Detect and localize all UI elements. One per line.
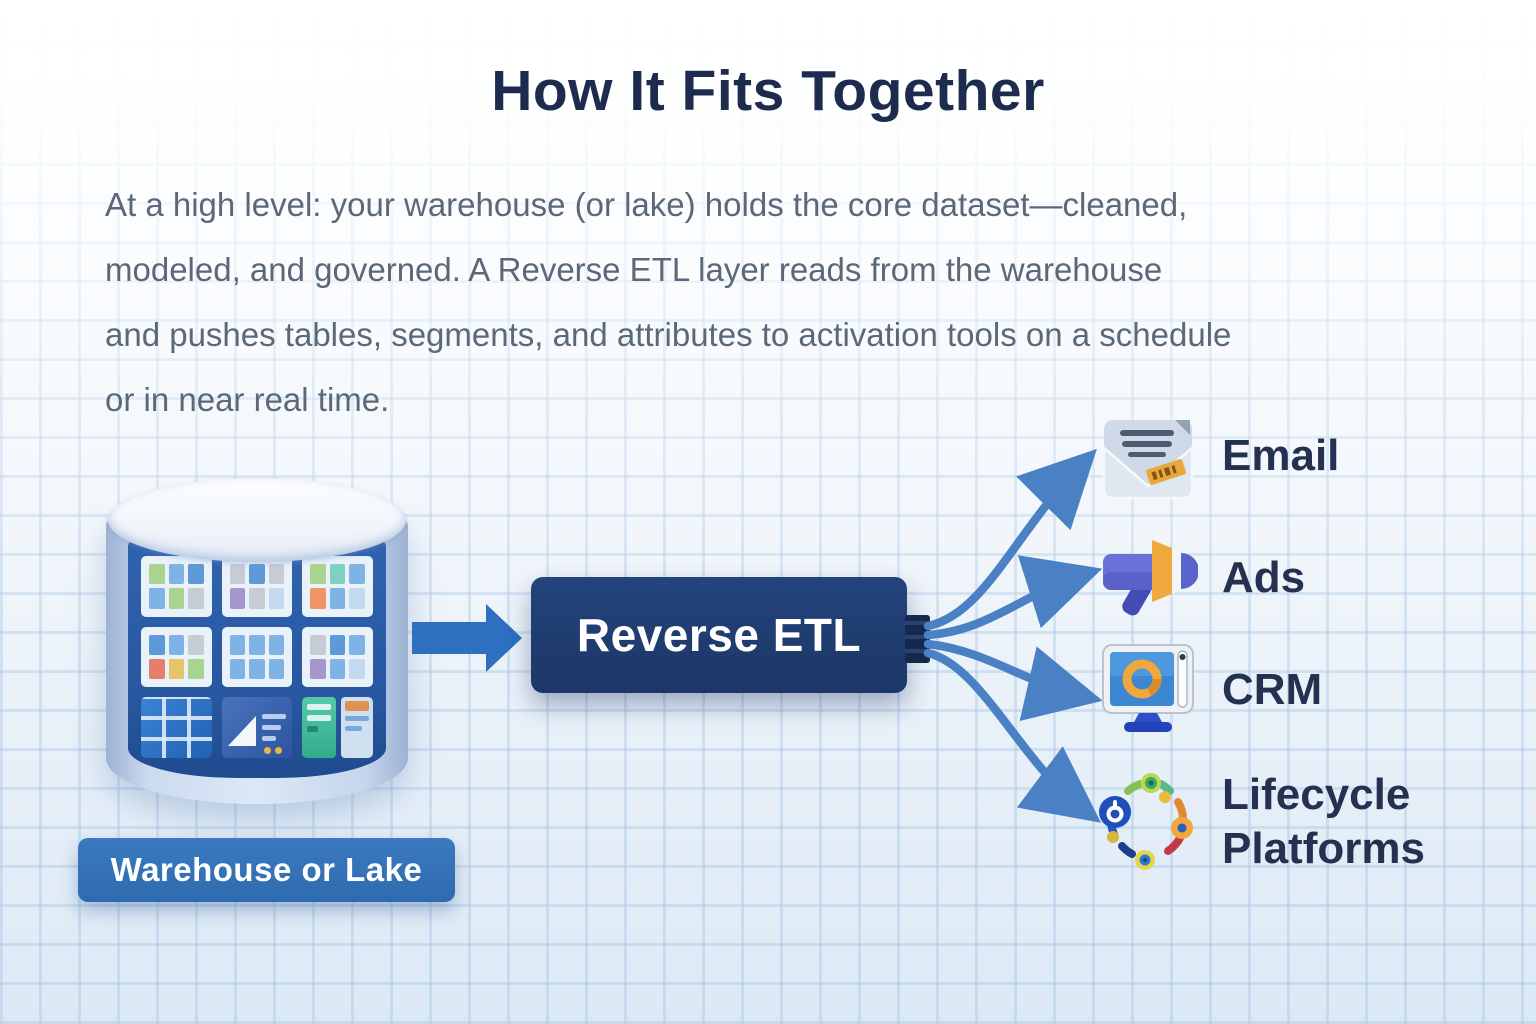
email-envelope-icon bbox=[1098, 406, 1198, 506]
destination-row-lifecycle: Lifecycle Platforms bbox=[1098, 768, 1472, 875]
megaphone-icon bbox=[1098, 528, 1199, 628]
destination-label: Lifecycle Platforms bbox=[1222, 770, 1425, 873]
destination-label: Ads bbox=[1222, 553, 1306, 603]
data-tile bbox=[302, 626, 373, 688]
warehouse-label-badge: Warehouse or Lake bbox=[78, 838, 455, 902]
data-tile bbox=[302, 556, 373, 617]
intro-paragraph: At a high level: your warehouse (or lake… bbox=[105, 172, 1505, 432]
table-grid-tile bbox=[141, 697, 212, 758]
destination-row-ads: Ads bbox=[1098, 528, 1305, 628]
data-tile bbox=[221, 556, 293, 617]
chart-tile bbox=[221, 697, 293, 758]
curved-arrow-to-crm bbox=[923, 639, 1103, 721]
paragraph-line: At a high level: your warehouse (or lake… bbox=[105, 186, 1188, 223]
destination-label: Email bbox=[1222, 431, 1340, 481]
document-tiles bbox=[302, 697, 373, 758]
crm-monitor-icon bbox=[1098, 640, 1198, 740]
paragraph-line: and pushes tables, segments, and attribu… bbox=[105, 316, 1232, 353]
warehouse-label: Warehouse or Lake bbox=[110, 851, 423, 888]
page-title: How It Fits Together bbox=[491, 59, 1045, 123]
cylinder-data-panel bbox=[128, 540, 386, 778]
database-cylinder-icon bbox=[106, 478, 408, 804]
curved-arrow-to-email bbox=[923, 448, 1097, 631]
triangle-chart-icon bbox=[227, 715, 256, 746]
destination-row-email: Email bbox=[1098, 406, 1339, 506]
paragraph-line: or in near real time. bbox=[105, 381, 390, 418]
cylinder-top bbox=[108, 478, 406, 562]
curved-arrow-to-lifecycle bbox=[923, 648, 1101, 823]
destination-label: CRM bbox=[1222, 665, 1323, 715]
reverse-etl-label: Reverse ETL bbox=[576, 609, 862, 661]
destination-row-crm: CRM bbox=[1098, 640, 1322, 740]
fan-arrows bbox=[923, 448, 1103, 823]
data-tile bbox=[221, 626, 293, 688]
right-arrow-icon bbox=[412, 604, 522, 672]
paragraph-line: modeled, and governed. A Reverse ETL lay… bbox=[105, 251, 1163, 288]
curved-arrow-to-ads bbox=[923, 555, 1103, 640]
reverse-etl-box: Reverse ETL bbox=[531, 577, 907, 693]
lifecycle-loop-icon bbox=[1098, 772, 1198, 872]
data-tile bbox=[141, 556, 212, 617]
data-tile bbox=[141, 626, 212, 688]
